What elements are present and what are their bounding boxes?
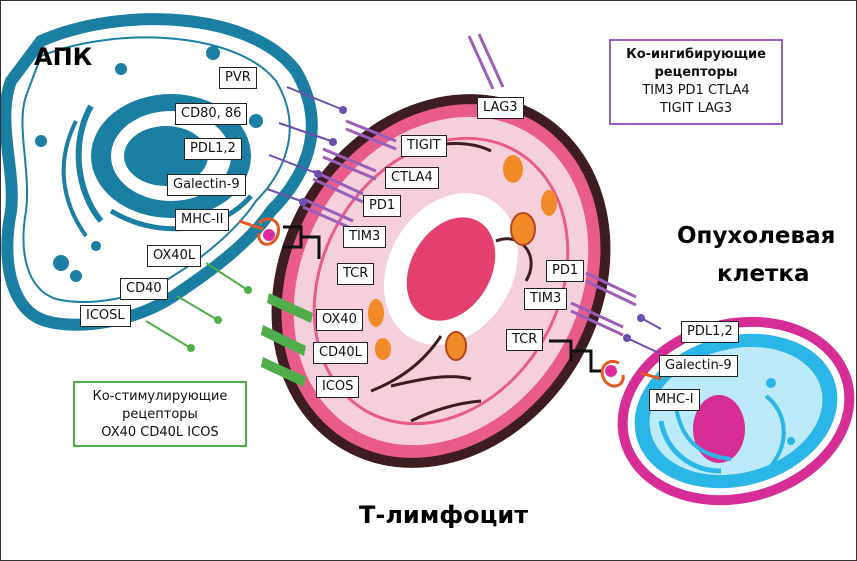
label-galectin9-apc: Galectin-9 <box>167 174 246 196</box>
label-pvr: PVR <box>219 67 257 89</box>
label-ctla4: CTLA4 <box>385 167 439 189</box>
tumor-title-line2: клетка <box>717 261 810 287</box>
label-pd1: PD1 <box>363 195 402 217</box>
inhibitory-legend-line2: рецепторы <box>654 65 738 80</box>
apc-ligand-lines <box>266 86 662 354</box>
stimulatory-ligands <box>145 262 252 352</box>
mhc1-tcr-complex <box>549 339 662 388</box>
inhibitory-legend-line1: Ко-ингибирующие <box>626 47 766 62</box>
label-tim3-right: TIM3 <box>524 288 568 310</box>
label-tcr: TCR <box>337 263 375 285</box>
stimulatory-legend-line2: рецепторы <box>122 407 198 422</box>
label-lag3: LAG3 <box>477 97 524 119</box>
label-icos: ICOS <box>316 376 360 398</box>
inhibitory-legend-line4: TIGIT LAG3 <box>659 101 733 116</box>
tumor-title-line1: Опухолевая <box>677 223 836 249</box>
inhibitory-legend-line3: TIM3 PD1 CTLA4 <box>642 83 750 98</box>
label-tim3: TIM3 <box>343 226 387 248</box>
label-mhc1: MHC-I <box>649 389 700 411</box>
label-ox40l: OX40L <box>147 245 202 267</box>
stimulatory-legend-line1: Ко-стимулирующие <box>92 389 228 404</box>
label-tcr-right: TCR <box>506 329 544 351</box>
label-cd40: CD40 <box>120 278 168 300</box>
stimulatory-legend-line3: OX40 CD40L ICOS <box>101 425 219 440</box>
label-cd40l: CD40L <box>313 342 368 364</box>
label-pdl12-tumor: PDL1,2 <box>681 321 739 343</box>
tcell-title: Т-лимфоцит <box>359 501 529 529</box>
stimulatory-legend-box: Ко-стимулирующие рецепторы OX40 CD40L IC… <box>73 381 247 447</box>
label-pdl12-apc: PDL1,2 <box>184 138 242 160</box>
stimulatory-receptors <box>261 293 313 387</box>
label-icosl: ICOSL <box>80 305 131 327</box>
mhc2-tcr-complex <box>238 217 321 259</box>
label-galectin9-tumor: Galectin-9 <box>659 355 738 377</box>
apc-title: АПК <box>34 43 93 71</box>
label-ox40: OX40 <box>316 309 363 331</box>
label-tigit: TIGIT <box>401 135 447 157</box>
label-mhc2: MHC-II <box>175 209 230 231</box>
label-pd1-right: PD1 <box>546 260 585 282</box>
inhibitory-legend-box: Ко-ингибирующие рецепторы TIM3 PD1 CTLA4… <box>609 39 783 125</box>
label-cd80-86: CD80, 86 <box>175 103 248 125</box>
